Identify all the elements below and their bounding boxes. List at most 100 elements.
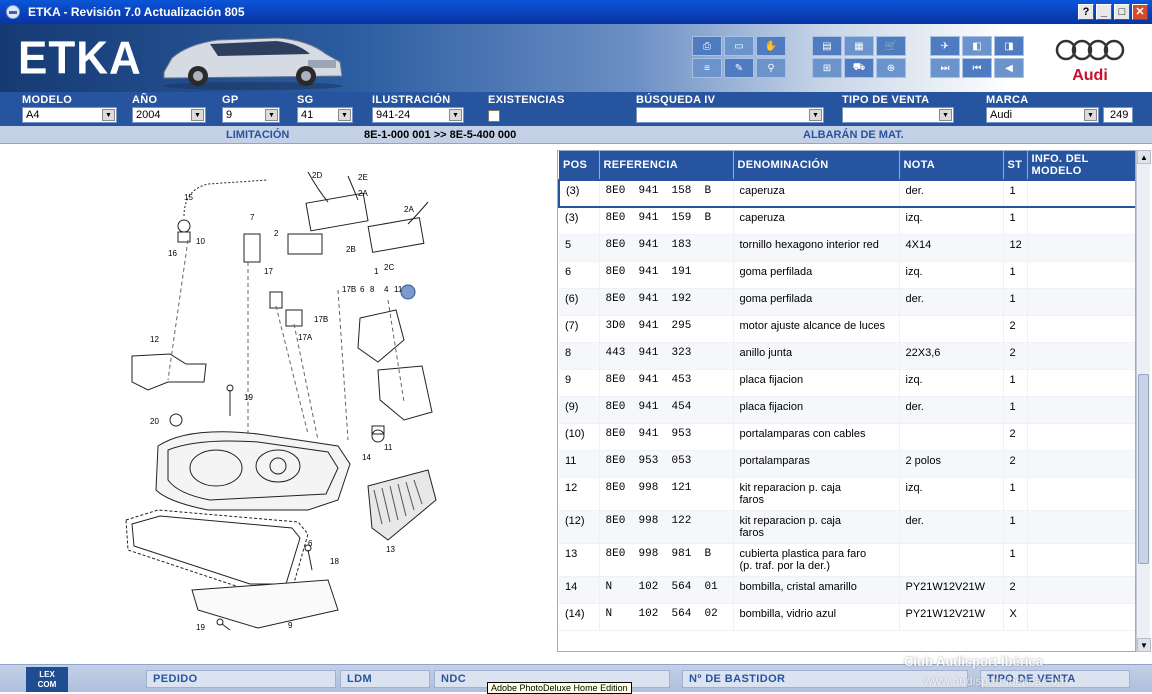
col-denominacion[interactable]: DENOMINACIÓN bbox=[733, 151, 900, 180]
list-icon[interactable]: ≡ bbox=[692, 58, 722, 78]
diagram-callout[interactable]: 20 bbox=[150, 417, 159, 426]
network-icon[interactable]: ⊞ bbox=[812, 58, 842, 78]
pedido-button[interactable]: PEDIDO bbox=[146, 670, 336, 688]
col-referencia[interactable]: REFERENCIA bbox=[599, 151, 734, 180]
table-scrollbar[interactable]: ▲ ▼ bbox=[1136, 150, 1151, 652]
diagram-callout[interactable]: 2B bbox=[346, 245, 356, 254]
exploded-diagram[interactable]: 152D2E2A2A721016172B2C117B68411317B17A12… bbox=[8, 150, 548, 660]
diagram-callout[interactable]: 16 bbox=[168, 249, 177, 258]
diagram-callout[interactable]: 9 bbox=[288, 621, 293, 630]
cart-add-icon[interactable]: ⊕ bbox=[876, 58, 906, 78]
chevron-down-icon[interactable]: ▼ bbox=[102, 109, 115, 121]
chevron-down-icon[interactable]: ▼ bbox=[1084, 109, 1097, 121]
sg-dropdown[interactable]: 41▼ bbox=[297, 107, 353, 123]
window-icon[interactable]: ▭ bbox=[724, 36, 754, 56]
albaran-link[interactable]: ALBARÁN DE MAT. bbox=[803, 129, 904, 141]
bastidor-button[interactable]: Nº DE BASTIDOR bbox=[682, 670, 968, 688]
chevron-down-icon[interactable]: ▼ bbox=[265, 109, 278, 121]
diagram-callout[interactable]: 17 bbox=[264, 267, 273, 276]
doc-next-icon[interactable]: ◨ bbox=[994, 36, 1024, 56]
pin-icon[interactable]: ✈ bbox=[930, 36, 960, 56]
diagram-callout[interactable]: 2D bbox=[312, 171, 322, 180]
diagram-callout[interactable]: 11 bbox=[384, 443, 393, 452]
scroll-thumb[interactable] bbox=[1138, 374, 1149, 564]
diagram-callout[interactable]: 2A bbox=[404, 205, 414, 214]
tree-icon[interactable]: ⚲ bbox=[756, 58, 786, 78]
tipo-venta-dropdown[interactable]: ▼ bbox=[842, 107, 954, 123]
diagram-callout[interactable]: 18 bbox=[330, 557, 339, 566]
close-button[interactable]: ✕ bbox=[1132, 4, 1148, 20]
diagram-callout[interactable]: 8 bbox=[370, 285, 375, 294]
diagram-callout[interactable]: 7 bbox=[250, 213, 255, 222]
col-pos[interactable]: POS bbox=[559, 151, 600, 180]
cart-icon[interactable]: 🛒 bbox=[876, 36, 906, 56]
diagram-callout[interactable]: 17B bbox=[342, 285, 356, 294]
scroll-down-icon[interactable]: ▼ bbox=[1137, 638, 1151, 652]
diagram-callout[interactable]: 1 bbox=[374, 267, 379, 276]
diagram-callout[interactable]: 17A bbox=[298, 333, 313, 342]
help-button[interactable]: ? bbox=[1078, 4, 1094, 20]
first-icon[interactable]: ⏮ bbox=[962, 58, 992, 78]
app-menu-icon[interactable] bbox=[6, 5, 20, 19]
diagram-callout[interactable]: 14 bbox=[362, 453, 371, 462]
diagram-callout[interactable]: 6 bbox=[360, 285, 365, 294]
depot-icon[interactable]: ▦ bbox=[844, 36, 874, 56]
modelo-dropdown[interactable]: A4▼ bbox=[22, 107, 117, 123]
doc-prev-icon[interactable]: ◧ bbox=[962, 36, 992, 56]
chevron-down-icon[interactable]: ▼ bbox=[809, 109, 822, 121]
diagram-callout[interactable]: 4 bbox=[384, 285, 389, 294]
back-icon[interactable]: ◀ bbox=[994, 58, 1024, 78]
minimize-button[interactable]: _ bbox=[1096, 4, 1112, 20]
print-icon[interactable]: ⎙ bbox=[692, 36, 722, 56]
diagram-callout[interactable]: 6 bbox=[308, 539, 313, 548]
handshake-icon[interactable]: ✋ bbox=[756, 36, 786, 56]
ldm-button[interactable]: LDM bbox=[340, 670, 430, 688]
existencias-checkbox[interactable] bbox=[488, 110, 500, 122]
col-nota[interactable]: NOTA bbox=[899, 151, 1004, 180]
marca-dropdown[interactable]: Audi▼ bbox=[986, 107, 1099, 123]
diagram-callout[interactable]: 15 bbox=[184, 193, 193, 202]
tipo-venta-button[interactable]: TIPO DE VENTA bbox=[980, 670, 1130, 688]
diagram-callout[interactable]: 2A bbox=[358, 189, 368, 198]
diagram-callout[interactable]: 13 bbox=[386, 545, 395, 554]
col-st[interactable]: ST bbox=[1003, 151, 1028, 180]
chevron-down-icon[interactable]: ▼ bbox=[338, 109, 351, 121]
chevron-down-icon[interactable]: ▼ bbox=[449, 109, 462, 121]
diagram-callout[interactable]: 2 bbox=[274, 229, 279, 238]
busqueda-dropdown[interactable]: ▼ bbox=[636, 107, 824, 123]
diagram-callout[interactable]: 12 bbox=[150, 335, 159, 344]
gp-dropdown[interactable]: 9▼ bbox=[222, 107, 280, 123]
elsa-icon[interactable]: ▤ bbox=[812, 36, 842, 56]
truck-icon[interactable]: ⛟ bbox=[844, 58, 874, 78]
maximize-button[interactable]: □ bbox=[1114, 4, 1130, 20]
diagram-callout[interactable]: 2E bbox=[358, 173, 368, 182]
diagram-callout[interactable]: 19 bbox=[244, 393, 253, 402]
ilustracion-dropdown[interactable]: 941-24▼ bbox=[372, 107, 464, 123]
diagram-callout[interactable]: 10 bbox=[196, 237, 205, 246]
scroll-up-icon[interactable]: ▲ bbox=[1137, 150, 1151, 164]
col-info-modelo[interactable]: INFO. DEL MODELO bbox=[1027, 151, 1135, 180]
diagram-callout[interactable]: 11 bbox=[394, 285, 403, 294]
anio-dropdown[interactable]: 2004▼ bbox=[132, 107, 206, 123]
pencil-icon[interactable]: ✎ bbox=[724, 58, 754, 78]
diagram-callout[interactable]: 2C bbox=[384, 263, 394, 272]
diagram-callout[interactable]: 17B bbox=[314, 315, 328, 324]
diagram-callout[interactable]: 19 bbox=[196, 623, 205, 632]
last-icon[interactable]: ⏭ bbox=[930, 58, 960, 78]
